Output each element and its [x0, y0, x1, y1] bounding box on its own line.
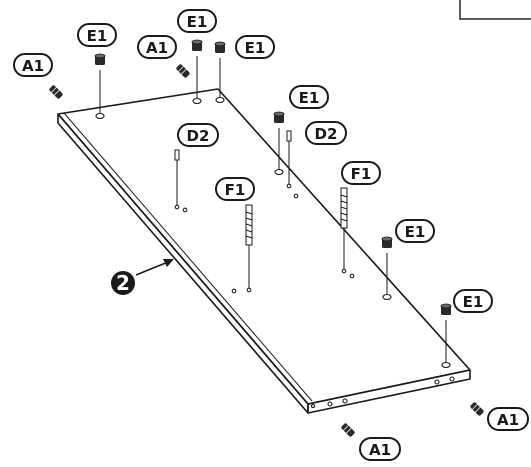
label-text: F1 — [225, 181, 246, 199]
label-f1-right: F1 — [341, 161, 381, 185]
label-text: E1 — [187, 13, 208, 31]
peg-hole — [246, 287, 252, 293]
label-a1-bottom: A1 — [359, 437, 401, 461]
guide-lines — [99, 56, 447, 362]
panel-top-face — [57, 88, 471, 405]
peg-hole — [286, 183, 292, 189]
bolt-f1-right — [340, 187, 348, 229]
screw-a1-top-mid — [176, 64, 190, 78]
cam-lock-e1-right — [214, 41, 226, 53]
bolt-f1-left — [245, 204, 253, 246]
peg-hole — [349, 273, 355, 279]
label-text: E1 — [405, 223, 426, 241]
label-e1-top-left: E1 — [77, 23, 117, 47]
label-text: A1 — [497, 411, 519, 429]
cam-hole — [382, 293, 392, 301]
cam-lock-e1-mid — [191, 39, 203, 51]
label-text: E1 — [245, 39, 266, 57]
label-a1-top-mid: A1 — [137, 35, 177, 59]
pin-d2-right — [286, 130, 292, 142]
peg-hole — [293, 193, 299, 199]
label-e1-right-upper: E1 — [395, 219, 435, 243]
end-edge-hole — [434, 379, 440, 385]
step-arrow-head — [163, 259, 174, 267]
peg-hole — [231, 288, 237, 294]
label-text: E1 — [87, 27, 108, 45]
panel-holes — [95, 96, 451, 369]
screw-a1-bottom — [341, 423, 355, 437]
end-edge-hole — [327, 401, 333, 407]
step-circle — [111, 271, 135, 295]
peg-hole — [341, 268, 347, 274]
label-text: F1 — [351, 165, 372, 183]
label-text: E1 — [299, 89, 320, 107]
end-edge-hole — [449, 376, 455, 382]
end-edge-hole — [310, 403, 316, 409]
step-number: 2 — [116, 271, 130, 295]
step-arrow — [135, 261, 169, 276]
label-d2-left: D2 — [177, 123, 219, 147]
peg-hole — [174, 204, 180, 210]
label-text: D2 — [187, 127, 210, 145]
label-e1-right-lower: E1 — [453, 289, 493, 313]
step-badge: 2 — [111, 259, 174, 295]
label-text: A1 — [369, 441, 391, 459]
label-text: E1 — [463, 293, 484, 311]
screw-a1-top-left — [49, 85, 63, 99]
label-text: D2 — [315, 125, 338, 143]
panel-front-edge — [57, 113, 309, 414]
cam-lock-e1-right-lower — [440, 303, 452, 315]
peg-hole — [182, 207, 188, 213]
label-text: A1 — [146, 39, 168, 57]
screw-a1-bottom-right — [470, 402, 484, 416]
cam-hole — [441, 361, 451, 369]
pin-d2-left — [174, 149, 180, 161]
panel-end-edge — [307, 369, 471, 414]
end-edge-hole — [342, 398, 348, 404]
cam-hole — [215, 96, 225, 104]
cam-hole — [274, 168, 284, 176]
panel-2 — [57, 88, 471, 414]
label-d2-right: D2 — [305, 121, 347, 145]
label-a1-top-left: A1 — [13, 53, 53, 77]
label-a1-bottom-right: A1 — [487, 407, 529, 431]
cam-lock-e1-center — [273, 111, 285, 123]
label-f1-left: F1 — [215, 177, 255, 201]
corner-frame — [459, 0, 531, 20]
label-e1-top-mid: E1 — [177, 9, 217, 33]
cam-lock-e1-right-upper — [381, 236, 393, 248]
panel-edge-line — [63, 112, 313, 402]
cam-hole — [192, 97, 202, 105]
label-text: A1 — [22, 57, 44, 75]
label-e1-mid: E1 — [289, 85, 329, 109]
cam-lock-e1-left — [94, 53, 106, 65]
cam-hole — [95, 112, 105, 120]
label-e1-top-right: E1 — [235, 35, 275, 59]
